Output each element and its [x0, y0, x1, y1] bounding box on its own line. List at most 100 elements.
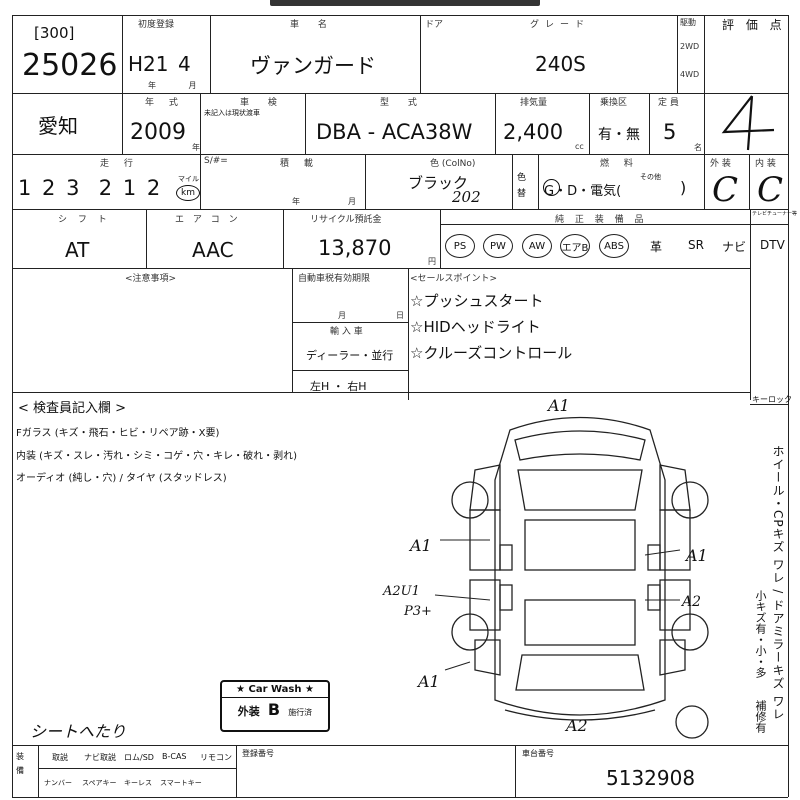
equip-ps: PS — [445, 234, 475, 258]
inspector-line3: オーディオ (純し・穴) / タイヤ (スタッドレス) — [16, 473, 227, 484]
damage-leader-lines — [434, 539, 681, 671]
equip-sr: SR — [688, 238, 704, 252]
int-value: C — [757, 170, 784, 210]
side-label-2: 小キズ有・小・多 — [754, 590, 767, 678]
row-divider — [12, 745, 788, 746]
bottom-label: 装 備 — [16, 752, 24, 775]
year-label: 年 式 — [145, 98, 184, 108]
load-label: 積 載 — [280, 159, 319, 169]
displacement-unit: cc — [575, 142, 584, 151]
color-side: 色 替 — [517, 173, 527, 199]
recycle-unit: 円 — [428, 257, 436, 266]
stamp-line: 外装 — [237, 705, 260, 718]
model-label: 型 式 — [380, 98, 425, 108]
chassis-number: 5132908 — [606, 766, 696, 790]
sw-label: S/#= — [204, 156, 228, 166]
region-value: 愛知 — [38, 114, 78, 138]
damage-mark: P3+ — [404, 604, 432, 619]
tradein-label: 乗換区 — [600, 98, 628, 108]
score-label: 評 価 点 — [722, 18, 786, 32]
sales-point-3: ☆クルーズコントロール — [410, 344, 573, 362]
expiry-month: 月 — [338, 311, 346, 320]
row-divider — [12, 209, 788, 210]
bottom-cell: キーレス — [124, 779, 152, 787]
grade-label: グレード — [530, 20, 591, 30]
bottom-cell: リモコン — [200, 753, 232, 762]
color-code: 202 — [452, 188, 481, 206]
inspection-label: 車 検 — [240, 98, 285, 108]
damage-mark: A1 — [686, 546, 708, 565]
bottom-cell: ロム/SD — [124, 753, 154, 762]
equip-aw: AW — [522, 234, 552, 258]
header-cut — [270, 0, 540, 6]
equip-tv-label: テレビチューナー等 — [752, 211, 798, 217]
car-name: ヴァンガード — [250, 54, 376, 78]
ext-value: C — [712, 170, 739, 210]
notes-label: <注意事項> — [125, 274, 177, 284]
equip-leather: 革 — [650, 240, 663, 254]
row-divider — [12, 268, 750, 269]
stamp-grade: B — [267, 700, 281, 719]
bottom-cell: スマートキー — [160, 779, 202, 787]
row-divider — [12, 154, 788, 155]
color-label: 色 (ColNo) — [430, 159, 476, 169]
color-value: ブラック — [408, 174, 469, 192]
expiry-day: 日 — [396, 311, 404, 320]
car-wash-stamp: ★ Car Wash ★ 外装 B 施行済 — [220, 680, 330, 732]
import-side: 左H ・ 右H — [310, 380, 367, 393]
import-dealer: ディーラー・並行 — [306, 349, 394, 362]
chassis-label: 車台番号 — [522, 749, 554, 758]
damage-mark: A1 — [548, 396, 570, 415]
border-bottom — [12, 797, 788, 798]
drive-4wd: 4WD — [680, 70, 700, 79]
bottom-cell: B-CAS — [162, 752, 187, 761]
inspection-sub: 未記入は現状渡車 — [204, 109, 260, 117]
fuel-other: その他 — [640, 173, 661, 181]
reg-label: 初度登録 — [138, 20, 175, 30]
damage-mark: A1 — [410, 536, 432, 555]
import-label: 輸 入 車 — [330, 327, 363, 337]
mileage-label: 走 行 — [100, 159, 139, 169]
row-divider — [12, 392, 750, 393]
fuel-label: 燃 料 — [600, 159, 639, 169]
border-top — [12, 15, 788, 16]
shift-label: シ フ ト — [58, 215, 111, 225]
load-unit-month: 月 — [348, 197, 356, 206]
reg-month: 4 — [178, 52, 191, 76]
side-label: ホイール・CPキズ ワレ / ドアミラーキズ ワレ — [771, 445, 785, 721]
ext-label: 外 装 — [710, 159, 731, 169]
reg-unit: 年 月 — [148, 81, 197, 90]
car-diagram — [451, 416, 709, 739]
inspector-label: < 検査員記入欄 > — [18, 401, 127, 416]
ac-value: AAC — [192, 238, 234, 262]
mileage-unit-mile: マイル — [178, 175, 199, 183]
sales-label: <セールスポイント> — [410, 274, 498, 284]
lot-bracket: [300] — [34, 24, 75, 42]
displacement-value: 2,400 — [503, 120, 564, 144]
inspector-line2: 内装 (キズ・スレ・汚れ・シミ・コゲ・穴・キレ・破れ・剥れ) — [16, 451, 297, 462]
equip-label: 純 正 装 備 品 — [555, 215, 648, 225]
damage-mark: A2 — [682, 594, 702, 610]
score-handwritten — [721, 95, 775, 151]
equip-abs: ABS — [599, 234, 629, 258]
name-label: 車 名 — [290, 20, 335, 30]
shift-value: AT — [65, 238, 90, 262]
door-label: ドア — [425, 20, 444, 30]
year-unit: 年 — [192, 143, 200, 152]
recycle-value: 13,870 — [318, 236, 392, 260]
drive-label: 駆動 — [680, 18, 696, 27]
capacity-value: 5 — [663, 120, 677, 144]
capacity-unit: 名 — [694, 143, 702, 152]
handwritten-note: シートへたり — [30, 722, 127, 741]
ac-label: エ ア コ ン — [175, 215, 241, 225]
side-label-3: 補修有 — [754, 700, 767, 733]
row-divider — [12, 93, 788, 94]
int-label: 内 装 — [755, 159, 776, 169]
displacement-label: 排気量 — [520, 98, 548, 108]
bottom-cell: ナンバー — [44, 779, 72, 787]
damage-mark: A1 — [418, 672, 440, 691]
corner-label: キーロック — [752, 395, 792, 404]
reg-no-label: 登録番号 — [242, 749, 274, 758]
reg-era: H21 — [128, 52, 169, 76]
expiry-label: 自動車税有効期限 — [298, 274, 371, 284]
